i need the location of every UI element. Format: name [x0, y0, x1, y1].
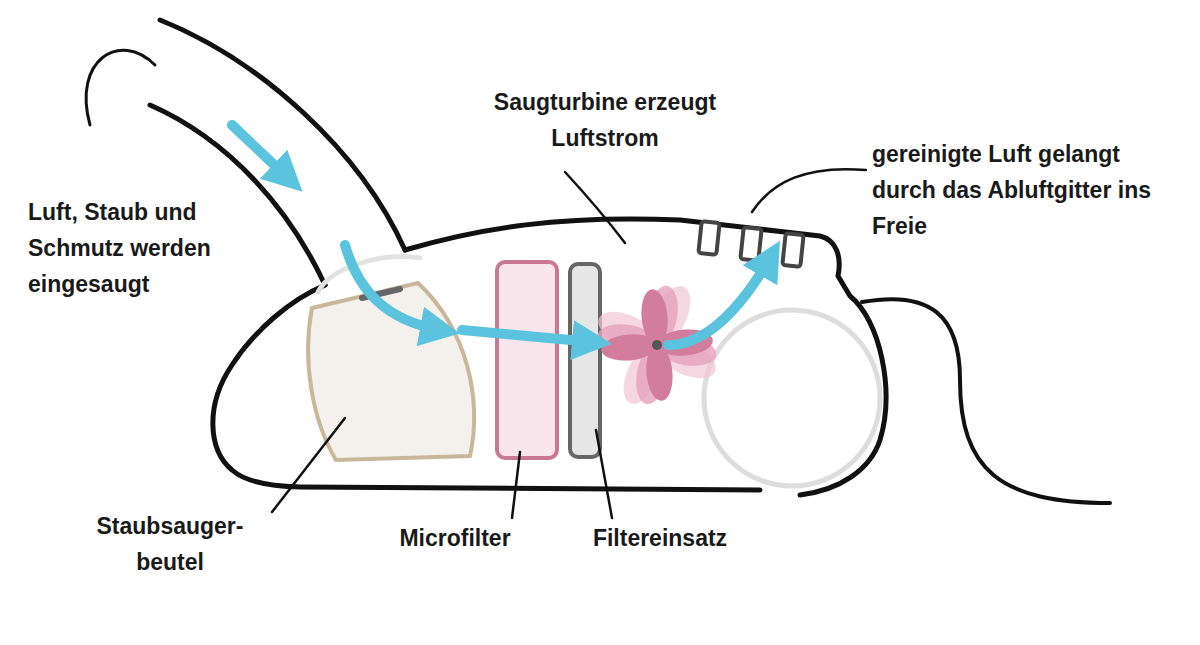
exhaust-note: gereinigte Luft gelangt durch das Abluft… [872, 136, 1190, 244]
filter-label: Filtereinsatz [560, 520, 760, 556]
microfilter-label: Microfilter [370, 520, 540, 556]
turbine-label: Saugturbine erzeugt Luftstrom [470, 84, 740, 156]
intake-note: Luft, Staub und Schmutz werden eingesaug… [28, 194, 278, 302]
bag-label: Staubsauger- beutel [70, 508, 270, 580]
